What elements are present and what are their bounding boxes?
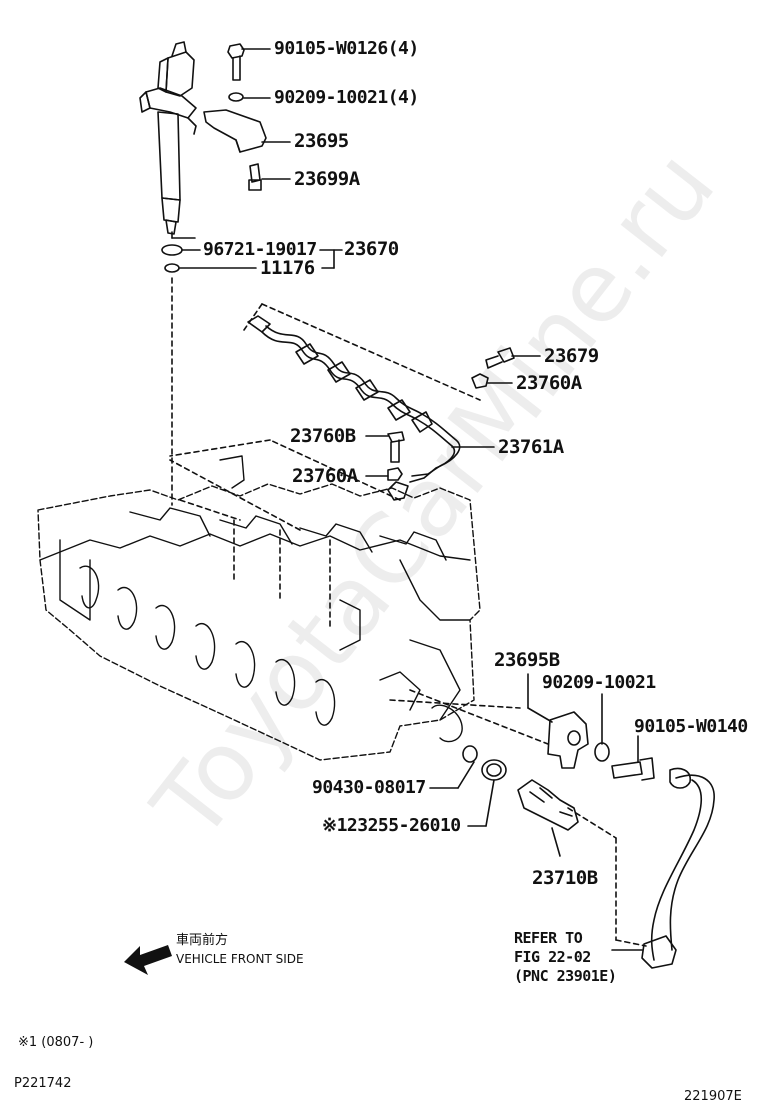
o-ring-drawing-2 <box>481 759 507 781</box>
part-label-90209-10021[interactable]: 90209-10021 <box>542 672 656 693</box>
washer-drawing <box>228 92 244 102</box>
hose-dashed-guides <box>567 807 647 947</box>
hollow-bolt-drawing <box>387 431 405 463</box>
part-label-90209-10021-qty4[interactable]: 90209-10021(4) <box>274 87 419 108</box>
union-bolt-drawing <box>485 347 515 369</box>
direction-label-english: VEHICLE FRONT SIDE <box>176 952 304 966</box>
fuel-hose-drawing <box>641 767 715 969</box>
part-label-23695[interactable]: 23695 <box>294 130 349 152</box>
leak-pipe-drawing <box>247 315 461 501</box>
part-label-23710b[interactable]: 23710B <box>532 867 598 889</box>
bolt-drawing <box>227 43 245 81</box>
part-label-90430-08017[interactable]: 90430-08017 <box>312 777 426 798</box>
bracket-drawing <box>547 711 589 769</box>
catalog-code: 221907E <box>684 1089 742 1104</box>
figure-id: P221742 <box>14 1076 72 1091</box>
direction-label-japanese: 車両前方 <box>176 933 229 948</box>
part-label-90105-w0126[interactable]: 90105-W0126(4) <box>274 38 419 59</box>
leader-lines-middle <box>365 355 541 477</box>
part-label-23699a[interactable]: 23699A <box>294 168 360 190</box>
gasket-drawing <box>462 745 478 763</box>
part-label-23679[interactable]: 23679 <box>544 345 599 367</box>
o-ring-drawing <box>161 244 183 256</box>
stud-drawing <box>248 163 262 191</box>
clip-drawing-2 <box>387 467 403 481</box>
leader-lines-top <box>171 48 343 269</box>
part-label-23695b[interactable]: 23695B <box>494 649 560 671</box>
part-label-11176[interactable]: 11176 <box>260 257 315 279</box>
sensor-drawing <box>517 779 579 831</box>
part-label-23255-26010[interactable]: ※123255-26010 <box>322 815 461 836</box>
part-label-23760a-lower[interactable]: 23760A <box>292 465 358 487</box>
bolt-drawing-2 <box>611 757 655 781</box>
refer-note-line2[interactable]: FIG 22-02 <box>514 948 591 966</box>
cylinder-head-drawing <box>37 455 481 761</box>
refer-note-line1: REFER TO <box>514 929 583 947</box>
part-label-23760b[interactable]: 23760B <box>290 425 356 447</box>
part-label-23670[interactable]: 23670 <box>344 238 399 260</box>
projection-lines <box>169 277 481 531</box>
direction-arrow-icon <box>124 945 172 975</box>
washer-drawing-2 <box>594 742 610 762</box>
clip-drawing <box>471 373 489 389</box>
refer-note-line3[interactable]: (PNC 23901E) <box>514 967 617 985</box>
leader-lines-bottom <box>429 673 643 951</box>
injector-drawing <box>139 41 197 235</box>
part-label-90105-w0140[interactable]: 90105-W0140 <box>634 716 748 737</box>
part-label-23760a-upper[interactable]: 23760A <box>516 372 582 394</box>
seal-drawing <box>164 263 180 273</box>
part-label-96721-19017[interactable]: 96721-19017 <box>203 239 317 260</box>
part-label-23761a[interactable]: 23761A <box>498 436 564 458</box>
head-dashed-guides <box>179 499 549 745</box>
clamp-drawing <box>203 109 267 153</box>
footnote: ※1 (0807- ) <box>18 1035 94 1050</box>
